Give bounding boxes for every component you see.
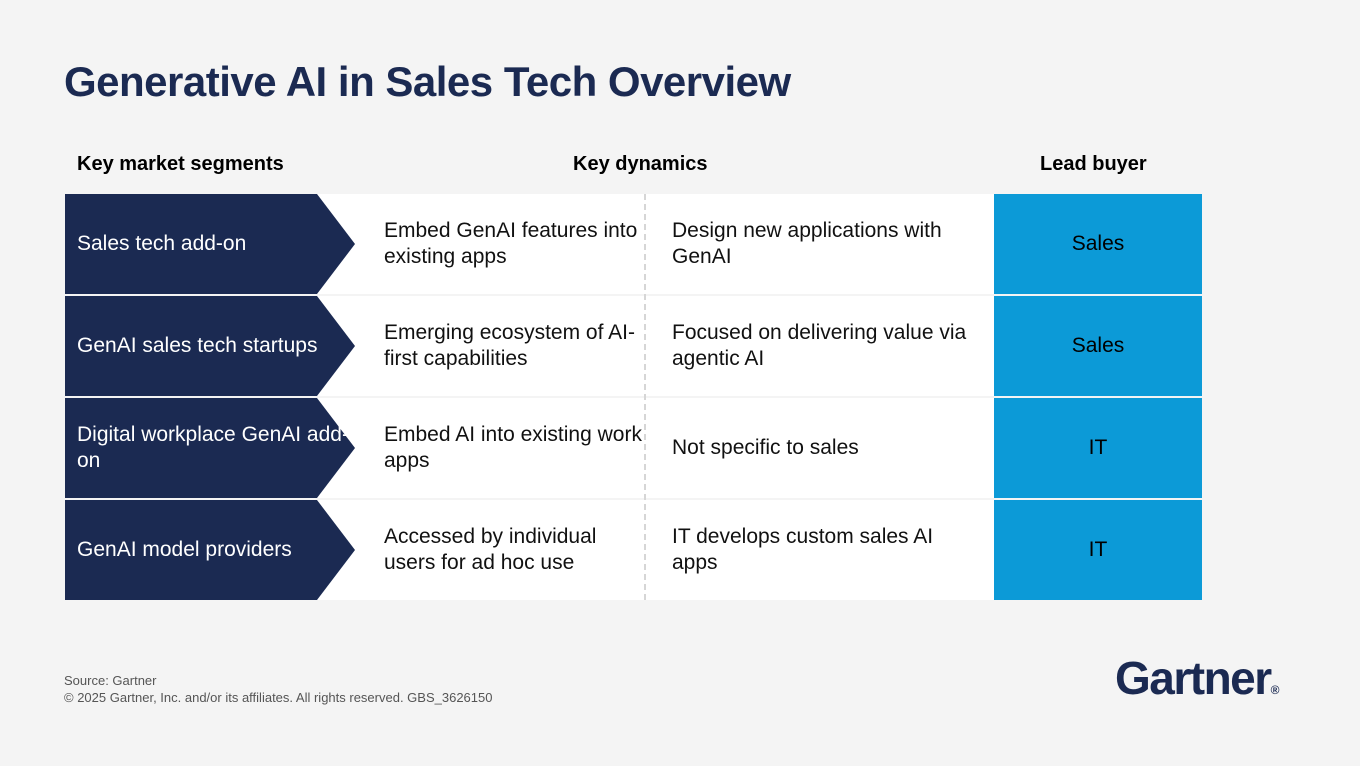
lead-buyer-cell: Sales [994, 194, 1202, 294]
overview-table: Sales tech add-on Embed GenAI features i… [65, 194, 1202, 600]
copyright-note: © 2025 Gartner, Inc. and/or its affiliat… [64, 690, 493, 705]
dynamic-new: Not specific to sales [672, 436, 859, 459]
header-key-dynamics: Key dynamics [573, 153, 708, 175]
segment-label: GenAI model providers [77, 538, 292, 561]
table-row: Sales tech add-on Embed GenAI features i… [65, 194, 1202, 294]
segment-arrow-shape [65, 500, 355, 600]
dynamic-embed: Embed GenAI features into existing apps [384, 219, 638, 268]
table-row: GenAI sales tech startups Emerging ecosy… [65, 296, 1202, 396]
footer: Source: Gartner © 2025 Gartner, Inc. and… [64, 672, 492, 706]
lead-buyer-cell: Sales [994, 296, 1202, 396]
source-note: Source: Gartner [64, 673, 157, 688]
header-lead-buyer: Lead buyer [1040, 153, 1147, 175]
dynamic-new: Focused on delivering value via agentic … [672, 321, 967, 370]
dynamic-embed: Accessed by individual users for ad hoc … [384, 525, 597, 574]
lead-buyer-cell: IT [994, 500, 1202, 600]
registered-mark: ® [1270, 683, 1280, 697]
dynamic-new: Design new applications with GenAI [672, 219, 942, 268]
dynamic-embed: Embed AI into existing work apps [384, 423, 642, 472]
segment-label: Sales tech add-on [77, 232, 247, 255]
segment-arrow-shape [65, 398, 355, 498]
segment-arrow-shape [65, 194, 355, 294]
header-key-market-segments: Key market segments [77, 153, 284, 175]
dynamic-embed: Emerging ecosystem of AI-first capabilit… [384, 321, 635, 370]
segment-label: GenAI sales tech startups [77, 334, 318, 357]
lead-buyer-cell: IT [994, 398, 1202, 498]
dynamic-new: IT develops custom sales AI apps [672, 525, 934, 574]
segment-label: Digital workplace GenAI add-on [77, 423, 349, 472]
table-row: GenAI model providers Accessed by indivi… [65, 500, 1202, 600]
gartner-logo: Gartner® [1115, 651, 1280, 705]
table-row: Digital workplace GenAI add-on Embed AI … [65, 398, 1202, 498]
dynamics-divider [644, 194, 646, 600]
logo-text: Gartner [1115, 652, 1272, 704]
segment-arrow-shape [65, 296, 355, 396]
page-title: Generative AI in Sales Tech Overview [64, 58, 791, 105]
